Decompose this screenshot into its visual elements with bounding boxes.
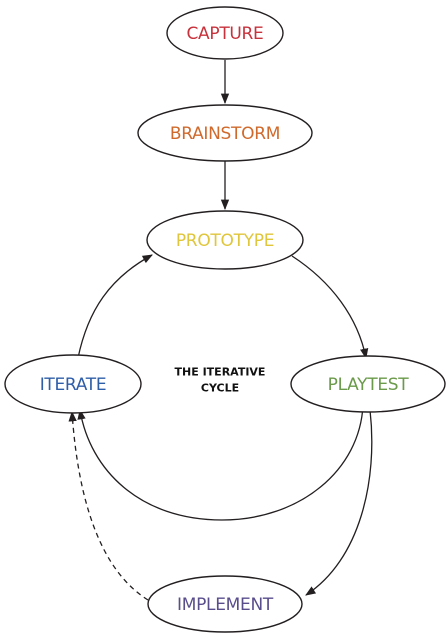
node-iterate[interactable]: ITERATE [4, 354, 142, 414]
edge-playtest-to-iterate [77, 404, 364, 521]
node-brainstorm[interactable]: BRAINSTORM [137, 104, 313, 162]
node-prototype[interactable]: PROTOTYPE [146, 210, 304, 270]
node-brainstorm-label: BRAINSTORM [170, 124, 280, 144]
edge-prototype-to-playtest [291, 255, 369, 360]
node-capture-label: CAPTURE [186, 24, 263, 44]
edge-iterate-to-prototype [77, 254, 153, 359]
edges [68, 60, 373, 601]
edge-implement-to-iterate [68, 410, 149, 601]
node-implement-label: IMPLEMENT [177, 595, 274, 615]
node-playtest[interactable]: PLAYTEST [290, 355, 446, 413]
center-label-line2: CYCLE [201, 382, 239, 395]
node-prototype-label: PROTOTYPE [176, 231, 274, 251]
center-label: THE ITERATIVE CYCLE [175, 366, 266, 395]
node-implement[interactable]: IMPLEMENT [147, 575, 303, 633]
edge-playtest-to-implement [305, 409, 373, 596]
node-capture[interactable]: CAPTURE [166, 6, 284, 60]
center-label-line1: THE ITERATIVE [175, 366, 266, 379]
node-iterate-label: ITERATE [40, 375, 107, 395]
node-playtest-label: PLAYTEST [328, 375, 410, 395]
